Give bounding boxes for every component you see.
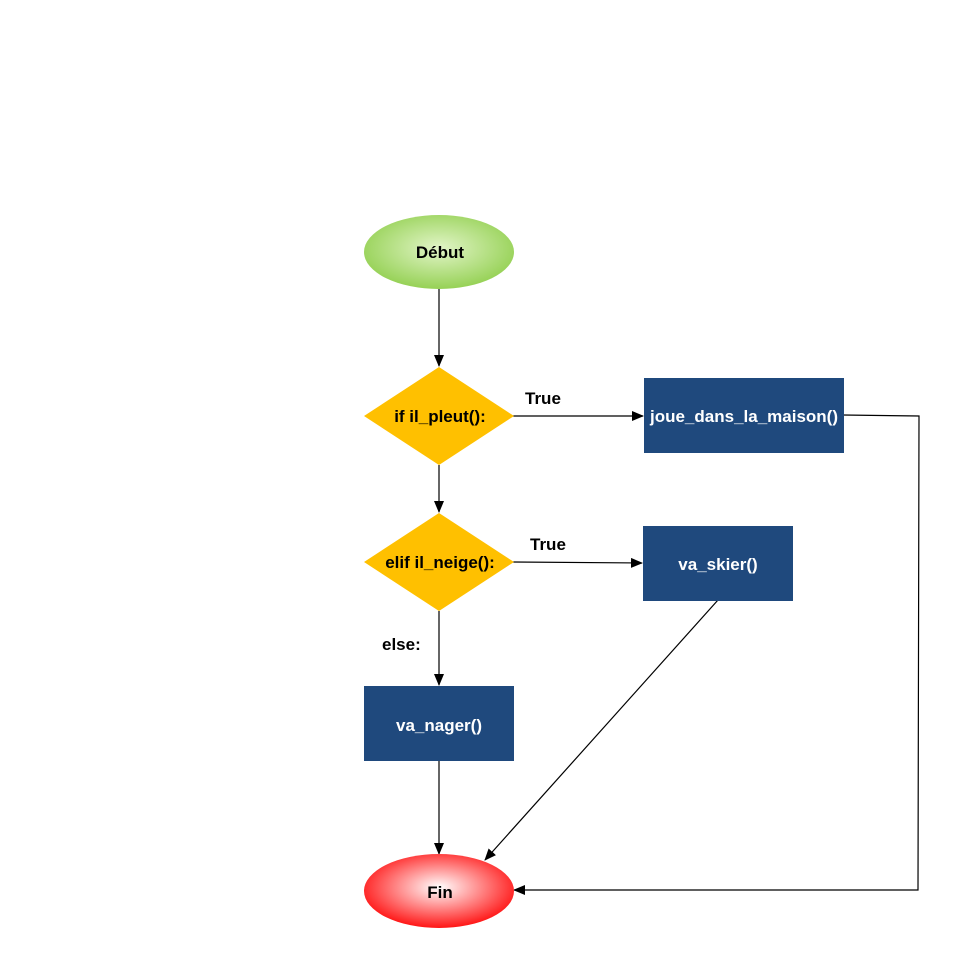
node-swim: va_nager() xyxy=(364,686,514,761)
elif-snow-label: elif il_neige(): xyxy=(385,553,495,572)
if-rain-label: if il_pleut(): xyxy=(394,407,486,426)
ski-box xyxy=(643,526,793,601)
node-ski: va_skier() xyxy=(643,526,793,601)
edges xyxy=(434,289,920,895)
end-ellipse xyxy=(364,854,514,928)
edge-labels: True True else: xyxy=(382,389,566,654)
play-house-box xyxy=(644,378,844,453)
swim-label: va_nager() xyxy=(396,716,482,735)
if-rain-diamond xyxy=(364,367,514,465)
edge-ski-to-end xyxy=(484,599,719,861)
start-label: Début xyxy=(416,243,465,262)
edge-elif-to-ski xyxy=(512,557,643,568)
node-elif-snow: elif il_neige(): xyxy=(364,513,514,611)
node-start: Début xyxy=(364,215,514,289)
swim-box xyxy=(364,686,514,761)
start-ellipse xyxy=(364,215,514,289)
elif-snow-diamond xyxy=(364,513,514,611)
edge-label-if-true: True xyxy=(525,389,561,408)
edge-label-elif-true: True xyxy=(530,535,566,554)
node-if-rain: if il_pleut(): xyxy=(364,367,514,465)
edge-play-house-to-end xyxy=(513,414,920,895)
edge-label-else: else: xyxy=(382,635,421,654)
end-label: Fin xyxy=(427,883,453,902)
node-play-house: joue_dans_la_maison() xyxy=(644,378,844,453)
node-end: Fin xyxy=(364,854,514,928)
play-house-label: joue_dans_la_maison() xyxy=(649,407,838,426)
ski-label: va_skier() xyxy=(678,555,757,574)
